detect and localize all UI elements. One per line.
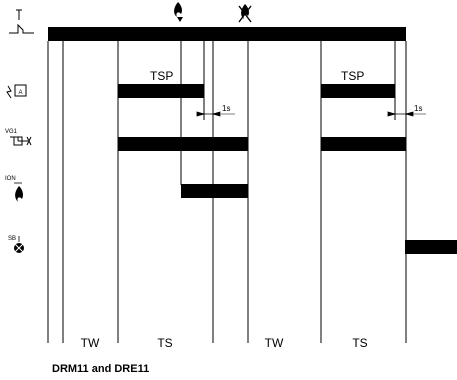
ionisation-bar: [181, 184, 248, 198]
ignition-bar-2: [321, 84, 395, 98]
ionisation-flame-icon: [14, 182, 23, 202]
phase-label-3: TW: [265, 336, 284, 350]
no-flame-icon: [238, 4, 252, 23]
main-supply-bar: [48, 27, 406, 41]
interval-label-2: 1s: [414, 104, 422, 113]
thermostat-icon: [9, 9, 34, 34]
interval-marker-1: [196, 111, 221, 117]
tsp-label-2: TSP: [341, 69, 364, 83]
interval-marker-2: [387, 111, 414, 117]
ionisation-tag: ION: [5, 176, 16, 182]
valve-bar-2: [321, 137, 406, 151]
flame-icon: [174, 2, 183, 22]
phase-label-2: TS: [157, 336, 172, 350]
interval-label-1: 1s: [222, 104, 230, 113]
valve-bar-1: [118, 137, 248, 151]
safety-lockout-icon: [14, 236, 24, 253]
ignition-tag: A: [18, 90, 22, 96]
phase-label-4: TS: [352, 336, 367, 350]
diagram-caption: DRM11 and DRE11: [52, 363, 149, 375]
safety-tag: SB: [8, 236, 16, 242]
phase-label-1: TW: [81, 336, 100, 350]
valve-tag: VG1: [5, 129, 18, 135]
gas-valve-icon: [10, 136, 32, 146]
ignition-bar-1: [118, 84, 204, 98]
safety-lockout-bar: [405, 240, 457, 254]
ignition-spark-icon: [6, 84, 27, 99]
tsp-label-1: TSP: [150, 69, 173, 83]
